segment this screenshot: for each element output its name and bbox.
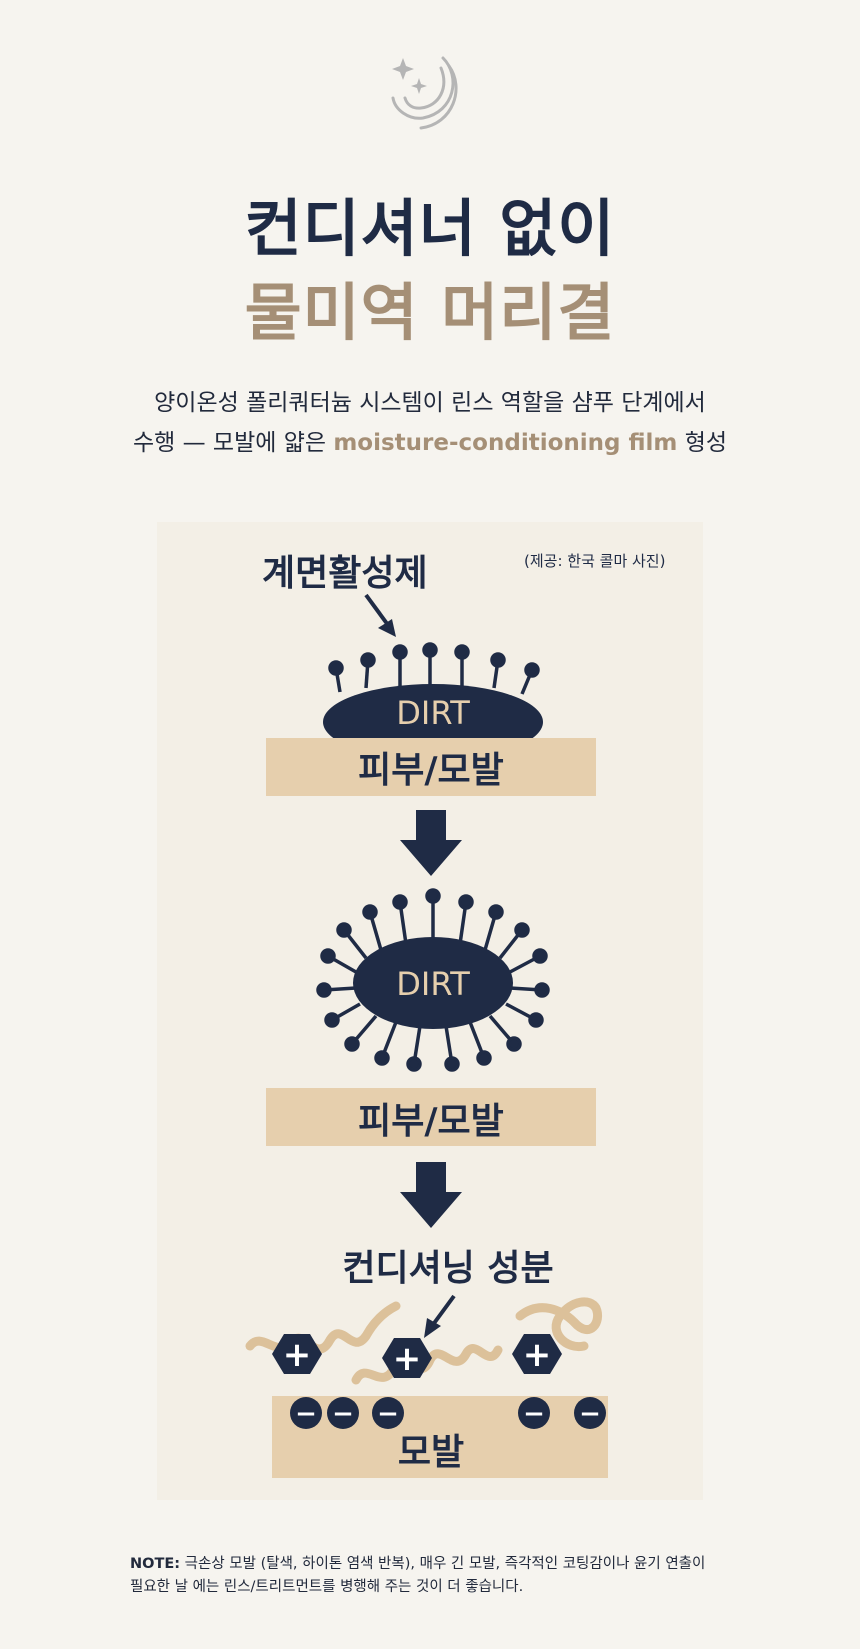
surface-label: 피부/모발 — [358, 750, 504, 791]
anionic-charge-icon — [290, 1397, 606, 1429]
pointer-arrow-icon — [364, 593, 396, 637]
surfactant-label: 계면활성제 — [262, 553, 428, 594]
dirt-label: DIRT — [396, 694, 470, 732]
subtitle-line-2-end: 형성 — [677, 430, 728, 456]
minus-sign: − — [377, 1399, 399, 1429]
subtitle-highlight: moisture-conditioning film — [333, 430, 678, 456]
footnote-line-1: NOTE: 극손상 모발 (탈색, 하이톤 염색 반복), 매우 긴 모발, 즉… — [130, 1553, 770, 1576]
note-label: NOTE: — [130, 1556, 181, 1572]
hair-label: 모발 — [398, 1432, 464, 1473]
minus-sign: − — [332, 1399, 354, 1429]
dirt-label-2: DIRT — [396, 965, 470, 1003]
stage-1-surfactant: DIRT 피부/모발 — [266, 642, 596, 796]
title-line-2: 물미역 머리결 — [244, 276, 616, 349]
minus-sign: − — [295, 1399, 317, 1429]
pointer-arrow-icon — [424, 1294, 456, 1338]
surface-bar — [266, 738, 596, 796]
down-arrow-icon — [400, 1162, 462, 1228]
stage-3-conditioning: 컨디셔닝 성분 모발 + + + — [245, 1248, 608, 1478]
footnote-text-1: 극손상 모발 (탈색, 하이톤 염색 반복), 매우 긴 모발, 즉각적인 코팅… — [180, 1556, 706, 1572]
minus-sign: − — [579, 1399, 601, 1429]
minus-sign: − — [523, 1399, 545, 1429]
conditioning-label: 컨디셔닝 성분 — [342, 1248, 553, 1289]
subtitle-line-1: 양이온성 폴리쿼터늄 시스템이 린스 역할을 샴푸 단계에서 — [154, 390, 706, 416]
subtitle-line-2-start: 수행 — 모발에 얇은 — [132, 430, 334, 456]
sparkle-icon — [392, 58, 427, 94]
surface-label-2: 피부/모발 — [358, 1101, 504, 1142]
dirt-blob-lifted — [353, 937, 513, 1029]
surface-bar-2 — [266, 1088, 596, 1146]
plus-sign: + — [523, 1335, 552, 1375]
photo-credit: (제공: 한국 콜마 사진) — [524, 552, 665, 570]
moon-sparkle-icon — [391, 56, 458, 130]
plus-sign: + — [283, 1335, 312, 1375]
footnote: NOTE: 극손상 모발 (탈색, 하이톤 염색 반복), 매우 긴 모발, 즉… — [130, 1553, 770, 1599]
plus-sign: + — [393, 1339, 422, 1379]
title-line-1: 컨디셔너 없이 — [244, 192, 616, 265]
down-arrow-icon — [400, 810, 462, 876]
cationic-charge-icon — [272, 1334, 562, 1378]
subtitle-line-2: 수행 — 모발에 얇은 moisture-conditioning film 형… — [0, 423, 860, 463]
stage-2-dirt-lifted: DIRT 피부/모발 — [266, 888, 596, 1146]
surfactant-diagram: 계면활성제 (제공: 한국 콜마 사진) DIRT 피부/모발 — [157, 522, 703, 1500]
footnote-line-2: 필요한 날 에는 린스/트리트먼트를 병행해 주는 것이 더 좋습니다. — [130, 1579, 524, 1595]
